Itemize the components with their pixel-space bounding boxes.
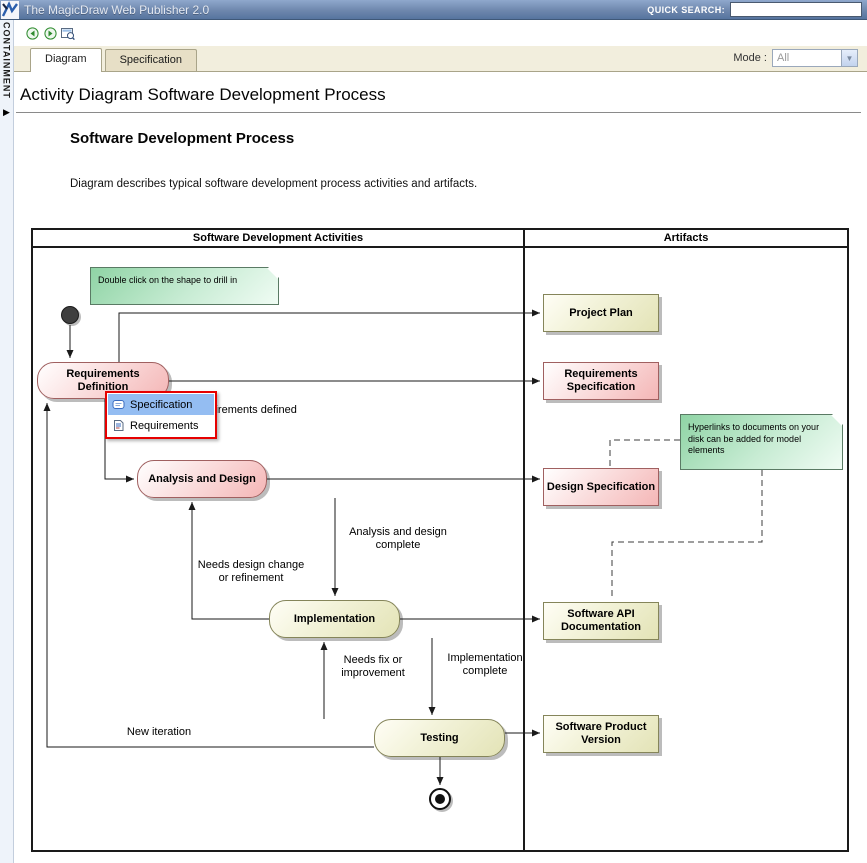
specification-icon <box>112 398 125 411</box>
shape-label: Design Specification <box>546 480 656 493</box>
edge-label-new-iteration: New iteration <box>126 726 192 738</box>
nav-back-icon[interactable] <box>25 26 39 40</box>
app-title: The MagicDraw Web Publisher 2.0 <box>24 2 210 17</box>
shape-label: Software Product Version <box>555 721 647 746</box>
tab-diagram[interactable]: Diagram <box>30 48 102 72</box>
quick-search-input[interactable] <box>730 2 862 17</box>
panel-expand-icon[interactable]: ▶ <box>3 106 10 117</box>
final-node-dot <box>435 794 445 804</box>
requirements-icon <box>112 419 125 432</box>
lane-divider <box>523 230 525 850</box>
diagram-description: Diagram describes typical software devel… <box>70 178 478 190</box>
flow-edge <box>118 309 540 362</box>
note-anchor-line <box>609 439 680 466</box>
shape-label: Analysis and Design <box>148 472 256 485</box>
activity-analysis-and-design[interactable]: Analysis and Design <box>137 460 267 498</box>
menu-item-label: Specification <box>130 398 193 411</box>
mode-dropdown[interactable]: All ▼ <box>772 49 858 67</box>
note-drill-in: Double click on the shape to drill in <box>90 267 279 305</box>
mode-label: Mode : <box>733 52 767 64</box>
containment-tab[interactable]: CONTAINMENT <box>1 22 12 99</box>
artifact-design-specification[interactable]: Design Specification <box>543 468 659 506</box>
artifact-software-api-documentation[interactable]: Software API Documentation <box>543 602 659 640</box>
initial-node <box>61 306 79 324</box>
tab-bar: Diagram Specification Mode : All ▼ <box>14 46 867 72</box>
edge-label-analysis-complete: Analysis and design complete <box>349 526 447 551</box>
note-fold-corner <box>267 268 278 279</box>
activity-testing[interactable]: Testing <box>374 719 505 757</box>
artifact-project-plan[interactable]: Project Plan <box>543 294 659 332</box>
artifact-software-product-version[interactable]: Software Product Version <box>543 715 659 753</box>
lane-header-activities: Software Development Activities <box>33 230 523 248</box>
note-text: Double click on the shape to drill in <box>98 275 238 285</box>
diagram-title: Software Development Process <box>70 130 295 147</box>
shape-label: Testing <box>420 731 459 744</box>
lane-header-artifacts: Artifacts <box>525 230 847 248</box>
note-text: Hyperlinks to documents on your disk can… <box>688 422 820 456</box>
page-title: Activity Diagram Software Development Pr… <box>20 85 386 104</box>
preview-icon[interactable] <box>61 26 75 40</box>
edge-label-implementation-complete: Implementation complete <box>447 652 523 677</box>
final-node <box>429 788 451 810</box>
note-fold-corner <box>831 415 842 426</box>
mode-area: Mode : All ▼ <box>733 49 858 71</box>
edge-label-needs-design-change: Needs design change or refinement <box>197 559 305 584</box>
shape-label: Requirements Definition <box>66 367 140 393</box>
menu-item-requirements[interactable]: Requirements <box>108 415 214 436</box>
titlebar: The MagicDraw Web Publisher 2.0 QUICK SE… <box>0 0 867 20</box>
tab-specification[interactable]: Specification <box>104 49 197 71</box>
magicdraw-logo-icon <box>1 0 19 19</box>
shape-label: Project Plan <box>569 306 633 319</box>
shape-label: Requirements Specification <box>564 368 638 393</box>
quick-search-label: QUICK SEARCH: <box>647 4 725 15</box>
artifact-requirements-specification[interactable]: Requirements Specification <box>543 362 659 400</box>
shape-label: Software API Documentation <box>560 608 642 633</box>
edge-label-needs-fix: Needs fix or improvement <box>341 654 405 679</box>
heading-divider <box>16 112 861 113</box>
toolbar <box>14 20 867 46</box>
activity-diagram-canvas: Software Development Activities Artifact… <box>31 228 849 852</box>
activity-implementation[interactable]: Implementation <box>269 600 400 638</box>
note-hyperlinks: Hyperlinks to documents on your disk can… <box>680 414 843 470</box>
containment-panel-strip: CONTAINMENT ▶ <box>0 20 14 863</box>
menu-item-specification[interactable]: Specification <box>108 394 214 415</box>
mode-selected-value: All <box>777 52 790 64</box>
dropdown-arrow-icon: ▼ <box>841 50 857 66</box>
nav-forward-icon[interactable] <box>43 26 57 40</box>
menu-item-label: Requirements <box>130 419 199 432</box>
drilldown-context-menu: Specification Requirements <box>105 391 217 439</box>
shape-label: Implementation <box>293 612 376 625</box>
